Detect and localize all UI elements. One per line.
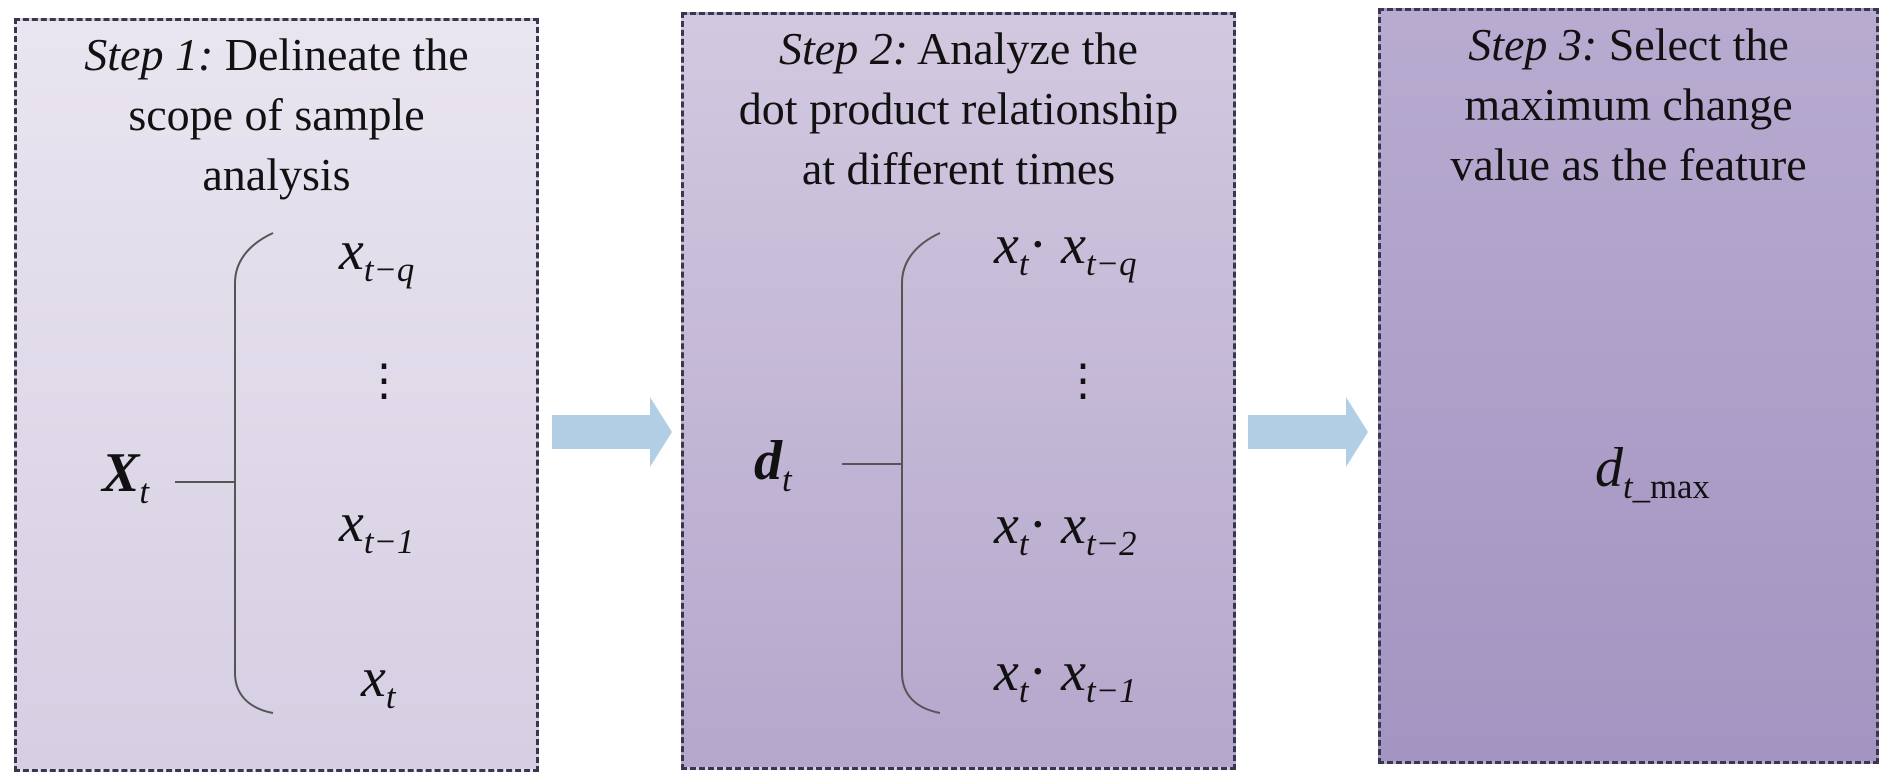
right-arrow-icon xyxy=(552,397,672,467)
step-1-item-2: xt−1 xyxy=(339,491,414,562)
step-2-label: Step 2: xyxy=(779,23,909,74)
step-1-item-3: xt xyxy=(361,646,396,717)
step-1-root-sub: t xyxy=(139,472,150,512)
step-1-panel: Step 1: Delineate the scope of sample an… xyxy=(14,18,539,772)
step-3-title-line-3: value as the feature xyxy=(1450,139,1807,190)
right-arrow-icon xyxy=(1248,397,1368,467)
step-2-item-3-op: · xyxy=(1028,641,1048,703)
step-2-item-1-b: x xyxy=(1061,214,1087,276)
step-2-item-1-op: · xyxy=(1028,214,1048,276)
step-2-title-line-3: at different times xyxy=(801,143,1116,194)
step-1-connector xyxy=(177,481,235,483)
step-1-title-line-2: scope of sample xyxy=(128,89,425,140)
step-1-item-3-sub: t xyxy=(385,677,396,717)
step-2-root-base: d xyxy=(754,430,782,492)
step-1-label: Step 1: xyxy=(84,29,214,80)
step-2-title: Step 2: Analyze the dot product relation… xyxy=(684,19,1233,199)
step-2-panel: Step 2: Analyze the dot product relation… xyxy=(681,12,1236,770)
step-3-result-sub-italic: t xyxy=(1623,467,1633,507)
step-2-item-2-b-sub: t−2 xyxy=(1086,524,1137,564)
step-2-root: dt xyxy=(754,429,792,500)
step-3-title-line-2: maximum change xyxy=(1464,79,1793,130)
step-2-item-1: xt· xt−q xyxy=(994,213,1136,284)
step-1-title-line-1: Delineate the xyxy=(224,29,469,80)
step-2-item-2-a: x xyxy=(994,494,1019,556)
step-2-item-2: xt· xt−2 xyxy=(994,493,1136,564)
step-1-item-2-base: x xyxy=(339,492,364,554)
step-2-item-3-a-sub: t xyxy=(1018,671,1029,711)
step-1-item-1-base: x xyxy=(339,220,364,282)
step-1-item-1-sub: t−q xyxy=(363,250,415,290)
step-1-title-line-3: analysis xyxy=(202,149,351,200)
step-2-item-3-a: x xyxy=(994,641,1019,703)
step-3-result-sub-roman: _max xyxy=(1632,467,1710,507)
step-2-item-2-b: x xyxy=(1061,494,1087,556)
step-1-root: Xt xyxy=(102,441,149,512)
step-3-title: Step 3: Select the maximum change value … xyxy=(1381,15,1876,195)
step-2-item-3-b: x xyxy=(1061,641,1087,703)
step-2-root-sub: t xyxy=(782,460,792,500)
step-1-item-2-sub: t−1 xyxy=(363,522,415,562)
step-3-result-sub: t_max xyxy=(1623,467,1710,506)
step-1-item-3-base: x xyxy=(361,647,386,709)
step-3-panel: Step 3: Select the maximum change value … xyxy=(1378,8,1879,764)
step-2-item-1-b-sub: t−q xyxy=(1086,244,1137,284)
step-2-title-line-2: dot product relationship xyxy=(738,83,1179,134)
step-2-item-3: xt· xt−1 xyxy=(994,640,1136,711)
step-2-ellipsis: ⋮ xyxy=(1061,356,1105,405)
step-2-brace xyxy=(901,232,941,714)
step-2-item-1-a: x xyxy=(994,214,1019,276)
step-2-item-2-op: · xyxy=(1028,494,1048,556)
step-1-ellipsis: ⋮ xyxy=(362,356,406,405)
step-2-connector xyxy=(842,463,902,465)
step-1-brace xyxy=(175,232,274,714)
step-3-result: dt_max xyxy=(1595,436,1710,507)
step-2-title-line-1: Analyze the xyxy=(917,23,1138,74)
step-2-item-2-a-sub: t xyxy=(1018,524,1029,564)
step-3-label: Step 3: xyxy=(1468,19,1598,70)
step-2-item-1-a-sub: t xyxy=(1018,244,1029,284)
step-3-title-line-1: Select the xyxy=(1608,19,1789,70)
step-1-root-base: X xyxy=(102,442,140,504)
step-2-item-3-b-sub: t−1 xyxy=(1086,671,1137,711)
step-3-result-base: d xyxy=(1595,437,1623,499)
step-1-item-1: xt−q xyxy=(339,219,414,290)
step-1-title: Step 1: Delineate the scope of sample an… xyxy=(17,25,536,205)
